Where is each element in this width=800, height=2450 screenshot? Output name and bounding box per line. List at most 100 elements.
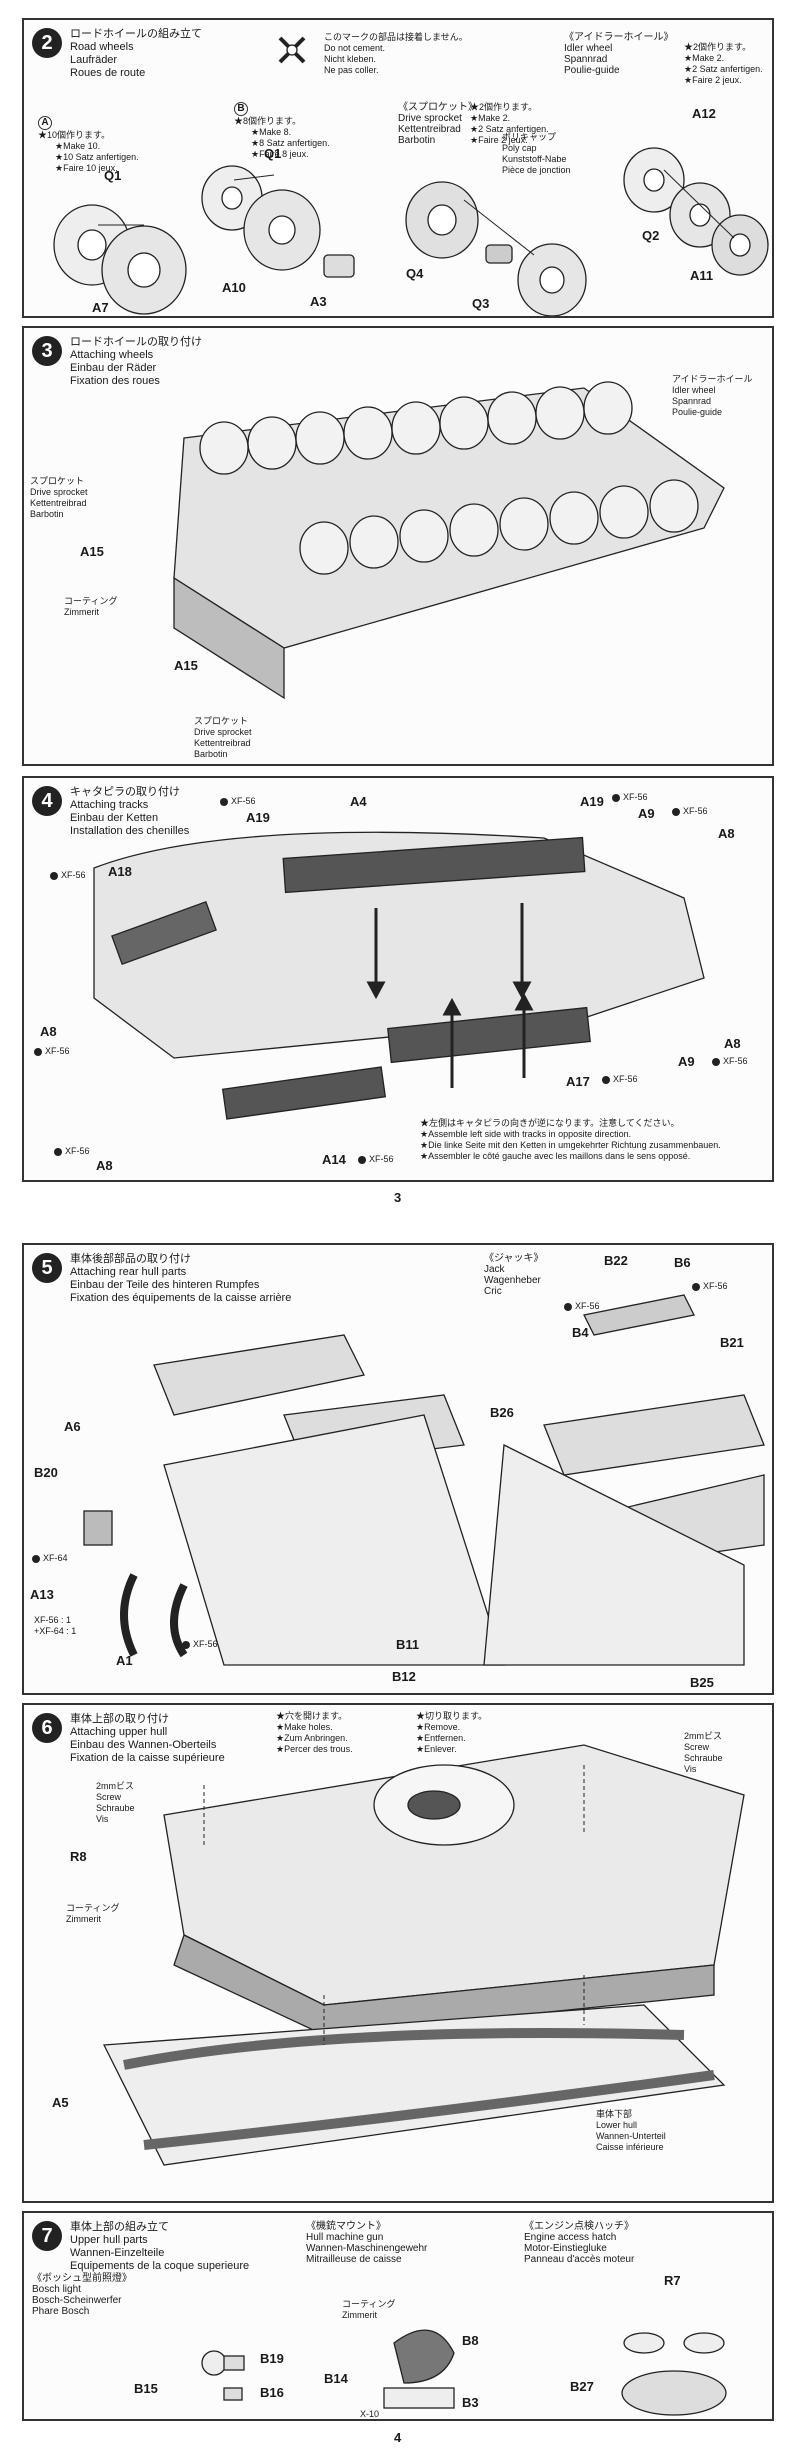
paint-callout: XF-56 xyxy=(564,1301,600,1312)
road-wheel xyxy=(299,521,349,575)
part-label: A18 xyxy=(108,864,132,879)
do-not-cement-note: このマークの部品は接着しません。Do not cement.Nicht kleb… xyxy=(324,32,468,75)
part-label: R7 xyxy=(664,2273,681,2288)
part-label: B27 xyxy=(570,2379,594,2394)
part-label: A12 xyxy=(692,106,716,121)
part-label: A5 xyxy=(52,2095,69,2110)
idler-make-note: ★2個作ります。★Make 2.★2 Satz anfertigen.★Fair… xyxy=(684,42,763,85)
step-number: 3 xyxy=(32,336,62,366)
part-label: B26 xyxy=(490,1405,514,1420)
part-label: A8 xyxy=(718,826,735,841)
part-label: B11 xyxy=(396,1637,420,1652)
road-wheel-illustration xyxy=(53,36,769,316)
paint-dot-icon xyxy=(32,1554,40,1563)
paint-callout: XF-56 xyxy=(54,1146,90,1157)
step-number: 2 xyxy=(32,28,62,58)
part-label: A13 xyxy=(30,1587,54,1602)
part-label: A4 xyxy=(350,794,367,809)
road-wheel xyxy=(449,503,499,557)
step-number: 6 xyxy=(32,1713,62,1743)
road-wheel xyxy=(535,386,585,440)
paint-dot-icon xyxy=(612,793,620,802)
part-label: Q1 xyxy=(264,146,282,161)
road-wheel xyxy=(549,491,599,545)
a-wheel-make-note: A★10個作ります。 ★Make 10.★10 Satz anfertigen.… xyxy=(38,116,139,173)
part-label: B12 xyxy=(392,1669,416,1684)
part-label: A19 xyxy=(580,794,604,809)
part-label: B20 xyxy=(34,1465,58,1480)
paint-callout: XF-56 xyxy=(712,1056,748,1067)
part-label: Q3 xyxy=(472,296,490,311)
road-wheel xyxy=(583,381,633,435)
part-label: X-10 xyxy=(360,2409,380,2419)
part-label: B16 xyxy=(260,2385,284,2400)
step-number: 5 xyxy=(32,1253,62,1283)
paint-callout: XF-56 xyxy=(672,806,708,817)
part-label: A8 xyxy=(724,1036,741,1051)
paint-callout: XF-64 xyxy=(32,1553,68,1564)
part-label: A15 xyxy=(174,658,198,673)
part-label: A19 xyxy=(246,810,270,825)
part-label: Q4 xyxy=(406,266,424,281)
part-label: B22 xyxy=(604,1253,628,1268)
road-wheel xyxy=(343,406,393,460)
upper-hull-illustration xyxy=(102,1744,745,2166)
paint-dot-icon xyxy=(692,1282,700,1291)
part-label: A7 xyxy=(92,300,109,315)
remove-note: ★切り取ります。★Remove.★Entfernen.★Enlever. xyxy=(416,1711,488,1754)
road-wheel xyxy=(247,416,297,470)
wheel-attachment-illustration xyxy=(173,381,725,700)
part-label: A8 xyxy=(40,1024,57,1039)
road-wheel xyxy=(199,421,249,475)
road-wheel xyxy=(439,396,489,450)
track-attachment-illustration xyxy=(93,831,705,1120)
paint-callout: XF-56 xyxy=(358,1154,394,1165)
part-label: A9 xyxy=(638,806,655,821)
road-wheel xyxy=(649,479,699,533)
part-label: B19 xyxy=(260,2351,284,2366)
paint-callout: XF-56 xyxy=(612,792,648,803)
road-wheel xyxy=(487,391,537,445)
sprocket-make-note: ★2個作ります。★Make 2.★2 Satz anfertigen.★Fair… xyxy=(470,102,549,145)
paint-dot-icon xyxy=(672,807,680,816)
road-wheel xyxy=(399,509,449,563)
part-label: Q2 xyxy=(642,228,660,243)
paint-callout: XF-56 xyxy=(220,796,256,807)
page-number: 3 xyxy=(394,1190,402,1205)
part-label: A9 xyxy=(678,1054,695,1069)
part-label: B3 xyxy=(462,2395,479,2410)
rear-hull-illustration xyxy=(83,1294,765,1666)
part-label: A8 xyxy=(96,1158,113,1173)
part-label: B8 xyxy=(462,2333,479,2348)
part-label: A1 xyxy=(116,1653,133,1668)
paint-callout: XF-56 xyxy=(602,1074,638,1085)
part-label: B4 xyxy=(572,1325,589,1340)
paint-dot-icon xyxy=(220,797,228,806)
paint-callout: XF-56 xyxy=(692,1281,728,1292)
part-label: A11 xyxy=(690,268,714,283)
part-label: B25 xyxy=(690,1675,714,1690)
paint-mix-label: XF-56 : 1+XF-64 : 1 xyxy=(34,1615,77,1636)
part-label: B14 xyxy=(324,2371,348,2386)
